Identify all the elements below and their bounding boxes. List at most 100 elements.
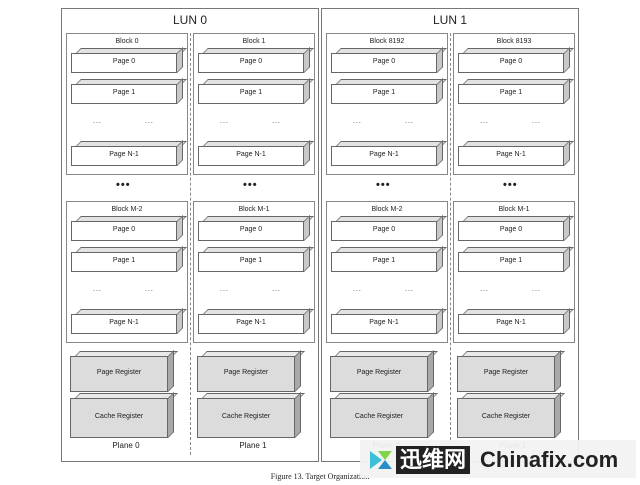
cube-side-face bbox=[177, 78, 183, 104]
cube-side-face bbox=[555, 392, 561, 438]
page-register: Page Register bbox=[70, 350, 178, 392]
watermark-chinese-text: 迅维网 bbox=[396, 446, 471, 474]
page-cell: Page 0 bbox=[331, 47, 447, 73]
cube-label: Page N-1 bbox=[109, 151, 139, 158]
cube-front-face bbox=[331, 314, 437, 334]
cube-label: Page 0 bbox=[112, 226, 136, 233]
cube-front-face bbox=[71, 252, 177, 272]
cube-front-face bbox=[198, 221, 304, 241]
cube-label: Cache Register bbox=[481, 413, 531, 420]
cache-register: Cache Register bbox=[70, 392, 178, 438]
cube-label: Page Register bbox=[96, 369, 142, 376]
cube-side-face bbox=[304, 308, 310, 334]
page-ellipsis-right: ... bbox=[532, 286, 541, 293]
cube-side-face bbox=[437, 140, 443, 166]
cube-side-face bbox=[304, 78, 310, 104]
cube-front-face bbox=[71, 146, 177, 166]
page-cell: Page N-1 bbox=[458, 308, 574, 334]
cube-side-face bbox=[304, 246, 310, 272]
block-title: Block M-2 bbox=[371, 206, 403, 213]
cube-front-face bbox=[457, 398, 555, 438]
cube-label: Page N-1 bbox=[236, 151, 266, 158]
cube-label: Page N-1 bbox=[369, 319, 399, 326]
cube-front-face bbox=[458, 314, 564, 334]
page-register: Page Register bbox=[197, 350, 305, 392]
block-title: Block M-1 bbox=[238, 206, 270, 213]
block-title: Block M-1 bbox=[498, 206, 530, 213]
page-ellipsis-left: ... bbox=[93, 286, 102, 293]
cube-front-face bbox=[197, 356, 295, 392]
cube-front-face bbox=[458, 53, 564, 73]
cube-label: Page 0 bbox=[239, 226, 263, 233]
page-ellipsis-left: ... bbox=[480, 118, 489, 125]
page-cell: Page N-1 bbox=[198, 140, 314, 166]
cache-register: Cache Register bbox=[330, 392, 438, 438]
cube-label: Page 1 bbox=[239, 257, 263, 264]
page-register: Page Register bbox=[330, 350, 438, 392]
cube-side-face bbox=[295, 350, 301, 392]
cube-label: Page 1 bbox=[112, 257, 136, 264]
page-cell: Page 1 bbox=[331, 78, 447, 104]
cube-label: Cache Register bbox=[94, 413, 144, 420]
cube-label: Page 1 bbox=[112, 89, 136, 96]
cube-label: Page Register bbox=[483, 369, 529, 376]
lun-title: LUN 1 bbox=[432, 13, 467, 27]
watermark-logo-icon bbox=[370, 451, 392, 469]
cache-register: Cache Register bbox=[457, 392, 565, 438]
lun-title: LUN 0 bbox=[172, 13, 207, 27]
block-ellipsis: ••• bbox=[243, 179, 258, 191]
cube-front-face bbox=[458, 84, 564, 104]
cube-side-face bbox=[564, 246, 570, 272]
cube-side-face bbox=[564, 78, 570, 104]
page-cell: Page 0 bbox=[458, 215, 574, 241]
cube-front-face bbox=[331, 252, 437, 272]
cube-label: Page Register bbox=[223, 369, 269, 376]
block-title: Block 1 bbox=[242, 38, 266, 45]
cube-front-face bbox=[457, 356, 555, 392]
page-cell: Page N-1 bbox=[458, 140, 574, 166]
page-ellipsis-left: ... bbox=[480, 286, 489, 293]
cube-label: Page N-1 bbox=[496, 151, 526, 158]
page-cell: Page 0 bbox=[198, 47, 314, 73]
page-cell: Page 1 bbox=[198, 246, 314, 272]
cube-side-face bbox=[177, 47, 183, 73]
block-title: Block M-2 bbox=[111, 206, 143, 213]
page-cell: Page N-1 bbox=[331, 308, 447, 334]
cube-label: Page 0 bbox=[239, 58, 263, 65]
page-cell: Page 1 bbox=[198, 78, 314, 104]
block-title: Block 0 bbox=[115, 38, 139, 45]
cube-side-face bbox=[177, 246, 183, 272]
block-title: Block 8192 bbox=[369, 38, 405, 45]
cube-side-face bbox=[437, 47, 443, 73]
page-cell: Page 1 bbox=[458, 246, 574, 272]
cube-front-face bbox=[458, 252, 564, 272]
page-cell: Page 0 bbox=[71, 47, 187, 73]
cube-side-face bbox=[437, 246, 443, 272]
cube-side-face bbox=[304, 140, 310, 166]
cube-label: Page 1 bbox=[239, 89, 263, 96]
cube-label: Page 0 bbox=[499, 226, 523, 233]
page-cell: Page 0 bbox=[71, 215, 187, 241]
cube-label: Page 0 bbox=[499, 58, 523, 65]
cube-side-face bbox=[564, 308, 570, 334]
cube-front-face bbox=[198, 252, 304, 272]
page-ellipsis-left: ... bbox=[220, 118, 229, 125]
page-ellipsis-right: ... bbox=[405, 286, 414, 293]
watermark-english-text: Chinafix.com bbox=[480, 447, 619, 472]
cube-side-face bbox=[304, 215, 310, 241]
page-cell: Page 1 bbox=[458, 78, 574, 104]
cube-front-face bbox=[331, 221, 437, 241]
figure-caption: Figure 13. Target Organization bbox=[270, 472, 370, 481]
cube-front-face bbox=[198, 314, 304, 334]
cube-label: Cache Register bbox=[354, 413, 404, 420]
page-cell: Page 0 bbox=[458, 47, 574, 73]
lun-box: LUN 0 Block 0 Page 0 Page 1 Page N-1...... Bl… bbox=[61, 8, 319, 462]
cube-front-face bbox=[198, 146, 304, 166]
cube-label: Page Register bbox=[356, 369, 402, 376]
